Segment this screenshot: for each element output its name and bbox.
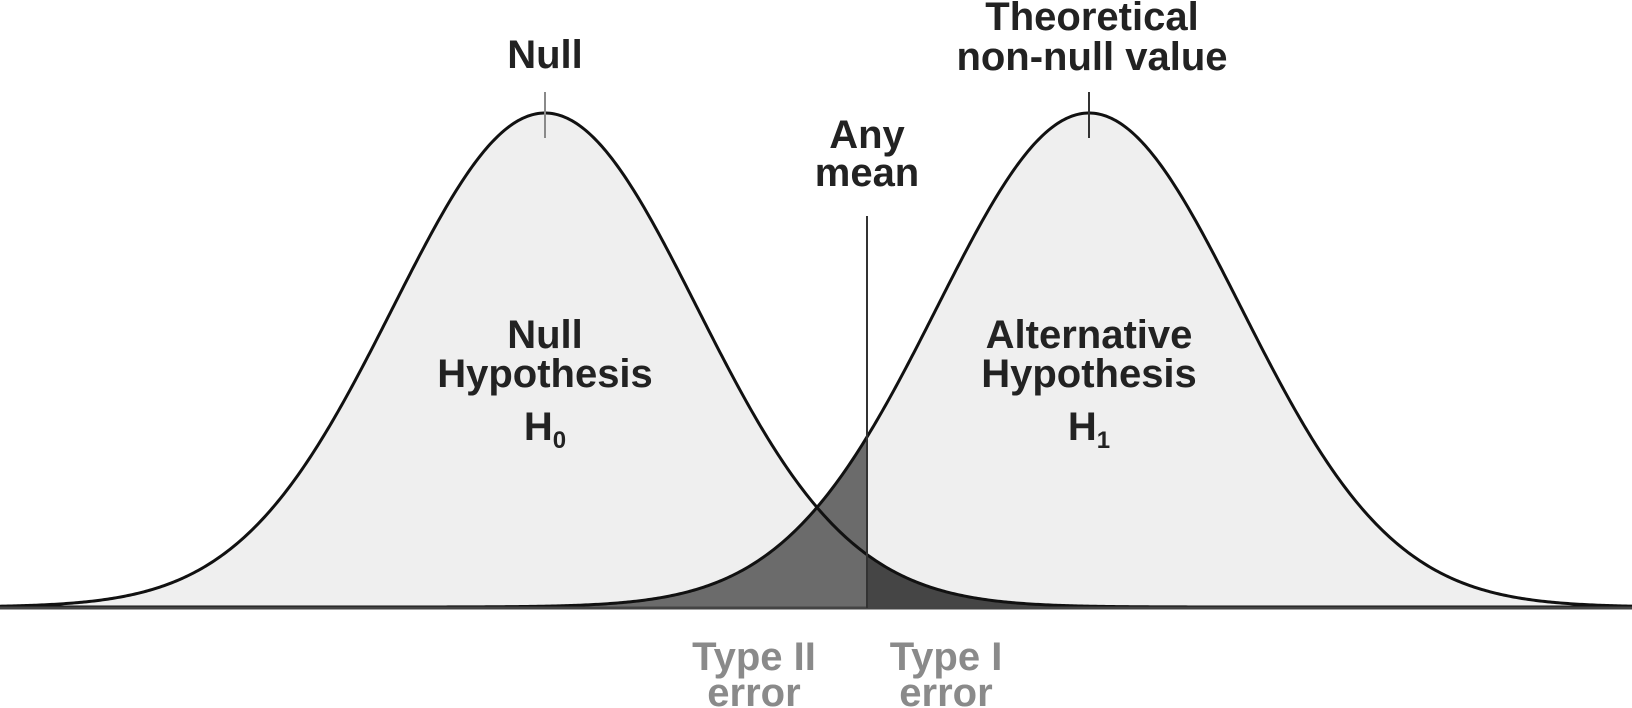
type-ii-error-label-line1: Type II <box>692 635 816 679</box>
alt-hypothesis-symbol: H1 <box>1068 405 1110 454</box>
any-mean-label-line2: mean <box>815 151 920 195</box>
type-i-error-label-line2: error <box>899 671 992 708</box>
alternative-distribution-fill <box>0 113 1632 607</box>
theoretical-label-line2: non-null value <box>956 35 1227 79</box>
alt-hypothesis-label-line2: Hypothesis <box>981 352 1197 396</box>
type-ii-error-label-line2: error <box>707 671 800 708</box>
type-i-error-label-line1: Type I <box>890 635 1003 679</box>
type-ii-error-region <box>400 438 867 607</box>
null-hypothesis-label-line2: Hypothesis <box>437 352 653 396</box>
null-hypothesis-label-line1: Null <box>507 313 583 357</box>
theoretical-label-line1: Theoretical <box>985 0 1198 39</box>
alt-hypothesis-label-line1: Alternative <box>986 313 1193 357</box>
null-label: Null <box>507 33 583 77</box>
any-mean-label-line1: Any <box>829 113 905 157</box>
type-i-error-region <box>867 554 1100 607</box>
null-distribution-fill <box>0 113 1632 607</box>
null-hypothesis-symbol: H0 <box>524 405 566 454</box>
